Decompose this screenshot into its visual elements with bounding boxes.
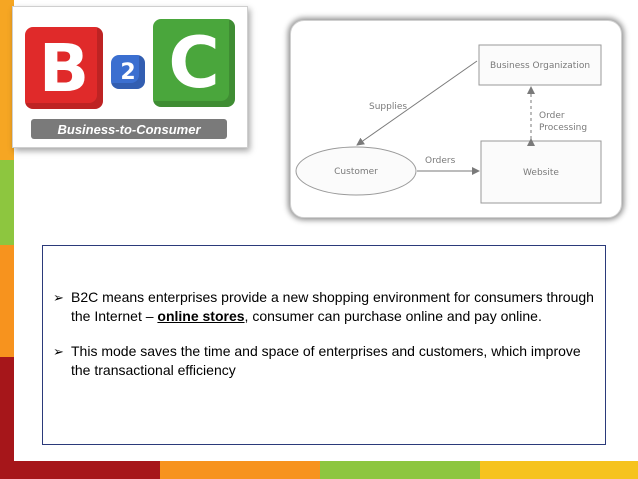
business-organization-label: Business Organization	[490, 61, 590, 71]
bottom-bar-red	[0, 461, 160, 479]
business-organization-box	[478, 44, 602, 86]
diagram-canvas: Business Organization Customer Website S…	[295, 44, 602, 204]
bullet-text-bold: online stores	[157, 308, 245, 324]
arrow-bullet-icon: ➢	[53, 344, 64, 359]
order-processing-label-line2: Processing	[539, 123, 587, 133]
bottom-bar-orange	[160, 461, 320, 479]
content-box: ➢ B2C means enterprises provide a new sh…	[42, 245, 606, 445]
customer-label: Customer	[334, 167, 378, 177]
left-stripe-orange	[0, 245, 14, 357]
b2c-flow-diagram: Business Organization Customer Website S…	[290, 20, 622, 218]
bullet-text-part1: B2C means enterprises provide a new shop…	[71, 289, 594, 324]
orders-label: Orders	[425, 156, 456, 166]
bullet-text-part2: , consumer can purchase online and pay o…	[244, 308, 542, 324]
website-label: Website	[523, 168, 559, 178]
logo-cube-2: 2	[111, 55, 145, 89]
logo-banner: Business-to-Consumer	[31, 119, 227, 139]
website-box	[480, 140, 602, 204]
bullet-text-efficiency: This mode saves the time and space of en…	[71, 343, 581, 378]
bullet-item-efficiency: ➢ This mode saves the time and space of …	[53, 342, 598, 380]
supplies-arrow	[356, 60, 478, 146]
supplies-label: Supplies	[369, 102, 407, 112]
arrow-bullet-icon: ➢	[53, 290, 64, 305]
bottom-bar-yellow	[480, 461, 638, 479]
left-stripe-green	[0, 160, 14, 245]
b2c-logo: B 2 C Business-to-Consumer	[12, 6, 248, 148]
bullet-list: ➢ B2C means enterprises provide a new sh…	[53, 288, 598, 396]
bullet-item-b2c-definition: ➢ B2C means enterprises provide a new sh…	[53, 288, 598, 326]
left-stripe-red	[0, 357, 14, 461]
customer-node	[295, 146, 417, 196]
order-processing-label-line1: Order	[539, 111, 565, 121]
logo-cube-c: C	[153, 19, 235, 107]
left-stripe-orange-top	[0, 0, 14, 160]
logo-cube-b: B	[25, 27, 103, 109]
bottom-bar-green	[320, 461, 480, 479]
